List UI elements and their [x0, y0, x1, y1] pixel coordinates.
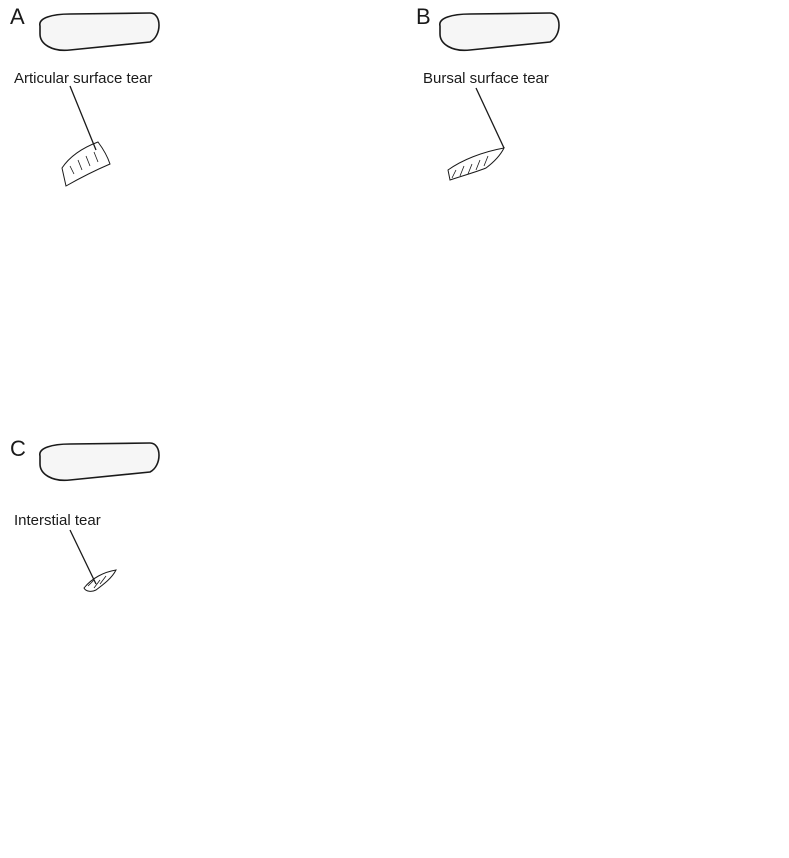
panel-c: C Interstial tear — [0, 430, 395, 858]
leader-line-a — [70, 86, 96, 150]
panel-letter-a: A — [10, 4, 25, 30]
clavicle — [440, 13, 559, 50]
shoulder-anatomy — [440, 13, 559, 50]
shoulder-illustration-a — [0, 0, 395, 428]
shoulder-illustration-c — [0, 430, 395, 858]
shoulder-illustration-b — [400, 0, 789, 428]
label-articular-surface-tear: Articular surface tear — [14, 70, 152, 87]
shoulder-anatomy — [40, 443, 159, 480]
clavicle — [40, 13, 159, 50]
bursal-tear — [448, 148, 504, 180]
panel-letter-b: B — [416, 4, 431, 30]
panel-letter-c: C — [10, 436, 26, 462]
label-bursal-surface-tear: Bursal surface tear — [423, 70, 549, 87]
articular-tear — [62, 142, 110, 186]
label-interstitial-tear: Interstial tear — [14, 512, 101, 529]
leader-line-c — [70, 530, 96, 584]
panel-b: B Bursal surface tear — [400, 0, 789, 428]
shoulder-anatomy — [40, 13, 159, 50]
panel-a: A Articular surface tear — [0, 0, 395, 428]
leader-line-b — [476, 88, 504, 148]
clavicle — [40, 443, 159, 480]
interstitial-tear — [84, 570, 116, 591]
